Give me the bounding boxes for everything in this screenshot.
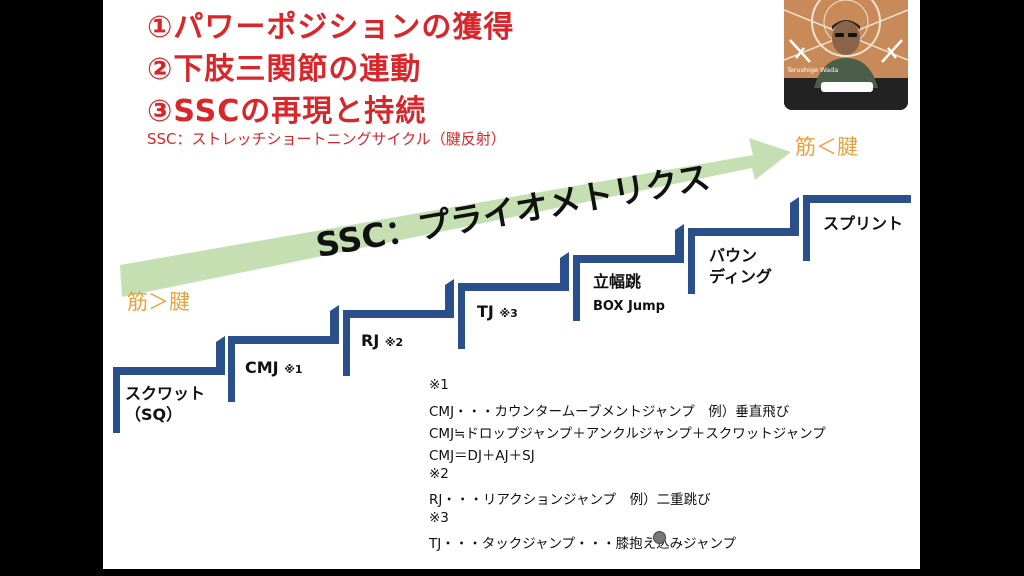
step-squat: スクワット （SQ） xyxy=(125,383,205,425)
muscle-tendon-low: 筋＞腱 xyxy=(127,290,190,314)
step-rj: RJ ※2 xyxy=(361,330,403,353)
presentation-slide: ①パワーポジションの獲得 ②下肢三関節の連動 ③SSCの再現と持続 SSC：スト… xyxy=(103,0,920,569)
ssc-definition: SSC：ストレッチショートニングサイクル（腱反射） xyxy=(147,130,506,148)
mouse-cursor xyxy=(653,531,666,544)
step-squat-abbr: （SQ） xyxy=(125,405,183,424)
step-cmj-name: CMJ xyxy=(245,358,279,377)
step-rj-note-ref: ※2 xyxy=(384,336,404,349)
step-cmj: CMJ ※1 xyxy=(245,357,303,380)
step-tj-note-ref: ※3 xyxy=(499,307,518,320)
note-cmj-equation: CMJ＝DJ＋AJ＋SJ xyxy=(429,448,535,464)
step-bounding: バウン ディング xyxy=(709,245,772,287)
step-sprint: スプリント xyxy=(823,214,904,233)
note-1-marker: ※1 xyxy=(429,377,449,393)
muscle-tendon-high: 筋＜腱 xyxy=(795,135,858,159)
note-rj-definition: RJ・・・リアクションジャンプ 例）二重跳び xyxy=(429,492,711,508)
goal-title-1: ①パワーポジションの獲得 xyxy=(147,10,515,45)
note-2-marker: ※2 xyxy=(429,466,449,482)
goal-title-2: ②下肢三関節の連動 xyxy=(147,52,422,87)
progress-arrow xyxy=(113,138,911,433)
step-rj-name: RJ xyxy=(361,331,380,350)
step-standing-jump-name: 立幅跳 xyxy=(593,272,642,291)
step-squat-name: スクワット xyxy=(125,384,206,403)
note-3-marker: ※3 xyxy=(429,510,449,526)
participant-video-tile[interactable]: Terushige Wada xyxy=(784,0,908,110)
participant-video-feed xyxy=(784,0,908,110)
step-tj-name: TJ xyxy=(477,302,494,321)
note-cmj-approx: CMJ≒ドロップジャンプ＋アンクルジャンプ＋スクワットジャンプ xyxy=(429,426,826,442)
step-bounding-line1: バウン xyxy=(709,246,758,265)
note-tj-definition: TJ・・・タックジャンプ・・・膝抱え込みジャンプ xyxy=(429,536,737,552)
step-box-jump: BOX Jump xyxy=(593,299,665,314)
goal-title-3: ③SSCの再現と持続 xyxy=(147,94,427,129)
step-cmj-note-ref: ※1 xyxy=(284,363,303,376)
step-standing-jump: 立幅跳 BOX Jump xyxy=(593,271,665,317)
step-tj: TJ ※3 xyxy=(477,301,518,324)
note-cmj-definition: CMJ・・・カウンタームーブメントジャンプ 例）垂直飛び xyxy=(429,404,790,420)
step-bounding-line2: ディング xyxy=(709,267,772,286)
participant-name: Terushige Wada xyxy=(787,66,839,74)
